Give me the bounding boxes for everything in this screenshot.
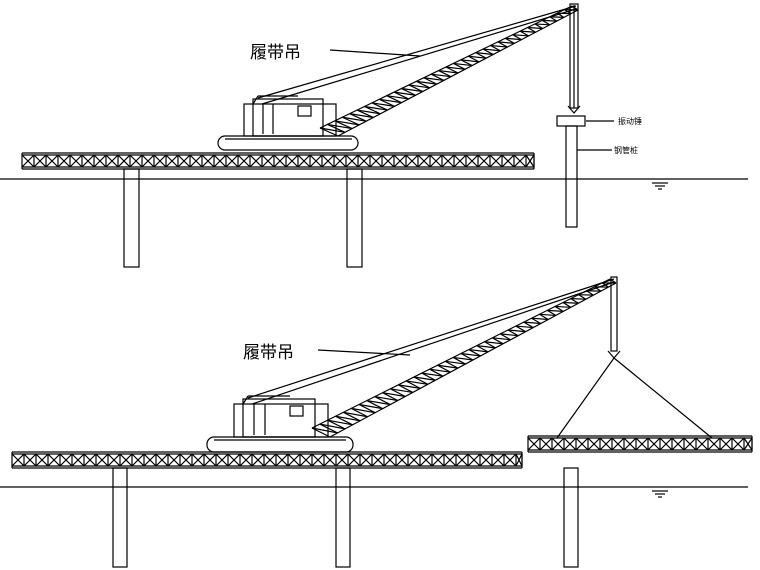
water-level-symbol-bottom <box>652 490 668 498</box>
crawler-crane-bottom <box>206 278 615 453</box>
hook <box>607 350 621 359</box>
sling-right <box>613 357 713 439</box>
platform-truss-bottom <box>11 451 523 469</box>
steel-pipe-pile <box>565 125 578 228</box>
lifted-truss-section <box>527 435 753 453</box>
support-pile <box>346 168 363 268</box>
crane-body <box>233 403 329 438</box>
crane-cab <box>252 98 324 137</box>
hammer-label: 振动锤 <box>618 116 642 126</box>
support-pile <box>123 168 140 268</box>
support-pile <box>563 467 579 568</box>
crane-cab <box>242 398 316 438</box>
scene-truss-lifting <box>0 276 753 568</box>
pile-label: 钢管桩 <box>614 145 638 155</box>
sling-left <box>556 357 615 439</box>
crawler-crane-top <box>217 5 577 151</box>
crane-boom-top <box>319 5 579 137</box>
support-pile <box>335 467 351 568</box>
hook <box>567 105 581 114</box>
crawler-track <box>217 135 359 151</box>
crawler-track <box>206 436 354 453</box>
hook-block <box>610 276 618 352</box>
crane-boom-bottom <box>311 278 617 438</box>
water-level-symbol-top <box>652 182 668 190</box>
crane-label-bottom: 履带吊 <box>243 343 294 363</box>
crane-body <box>243 103 337 137</box>
support-pile <box>112 467 128 568</box>
scene-pile-driving <box>0 3 748 268</box>
leader-crane-bottom <box>317 349 411 356</box>
crane-label-top: 履带吊 <box>250 43 301 63</box>
vibratory-hammer <box>556 115 586 127</box>
platform-truss-top <box>21 152 535 170</box>
hook-block <box>569 3 579 109</box>
leader-crane-top <box>329 49 421 57</box>
